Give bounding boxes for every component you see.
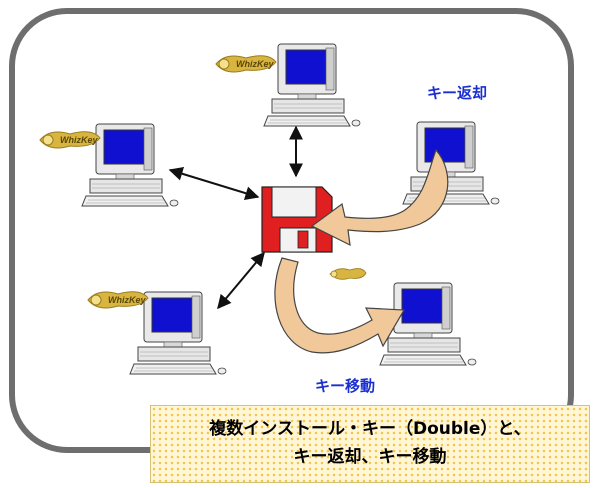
- computer-top: [263, 43, 361, 127]
- caption-line-1: 複数インストール・キー（Double）と、: [209, 419, 531, 439]
- whizkey-logo-bottom-left: WhizKey: [87, 291, 149, 309]
- caption-line-2: キー返却、キー移動: [293, 447, 447, 467]
- label-key-return: キー返却: [427, 84, 488, 102]
- svg-text:WhizKey: WhizKey: [60, 135, 98, 145]
- arrow-bottom-left-link: [217, 251, 265, 310]
- whizkey-logo-top: WhizKey: [215, 55, 277, 73]
- caption-box: 複数インストール・キー（Double）と、 キー返却、キー移動: [150, 405, 590, 483]
- label-key-move: キー移動: [315, 377, 376, 395]
- whizkey-logo-middle: [329, 268, 367, 280]
- floppy-disk-icon: [261, 186, 333, 253]
- arrow-left-link: [168, 167, 260, 200]
- computer-right: [402, 121, 500, 205]
- svg-text:WhizKey: WhizKey: [108, 295, 146, 305]
- curved-arrow-return: [310, 148, 449, 247]
- svg-text:WhizKey: WhizKey: [236, 59, 274, 69]
- curved-arrow-move: [274, 257, 406, 354]
- whizkey-logo-left: WhizKey: [39, 131, 101, 149]
